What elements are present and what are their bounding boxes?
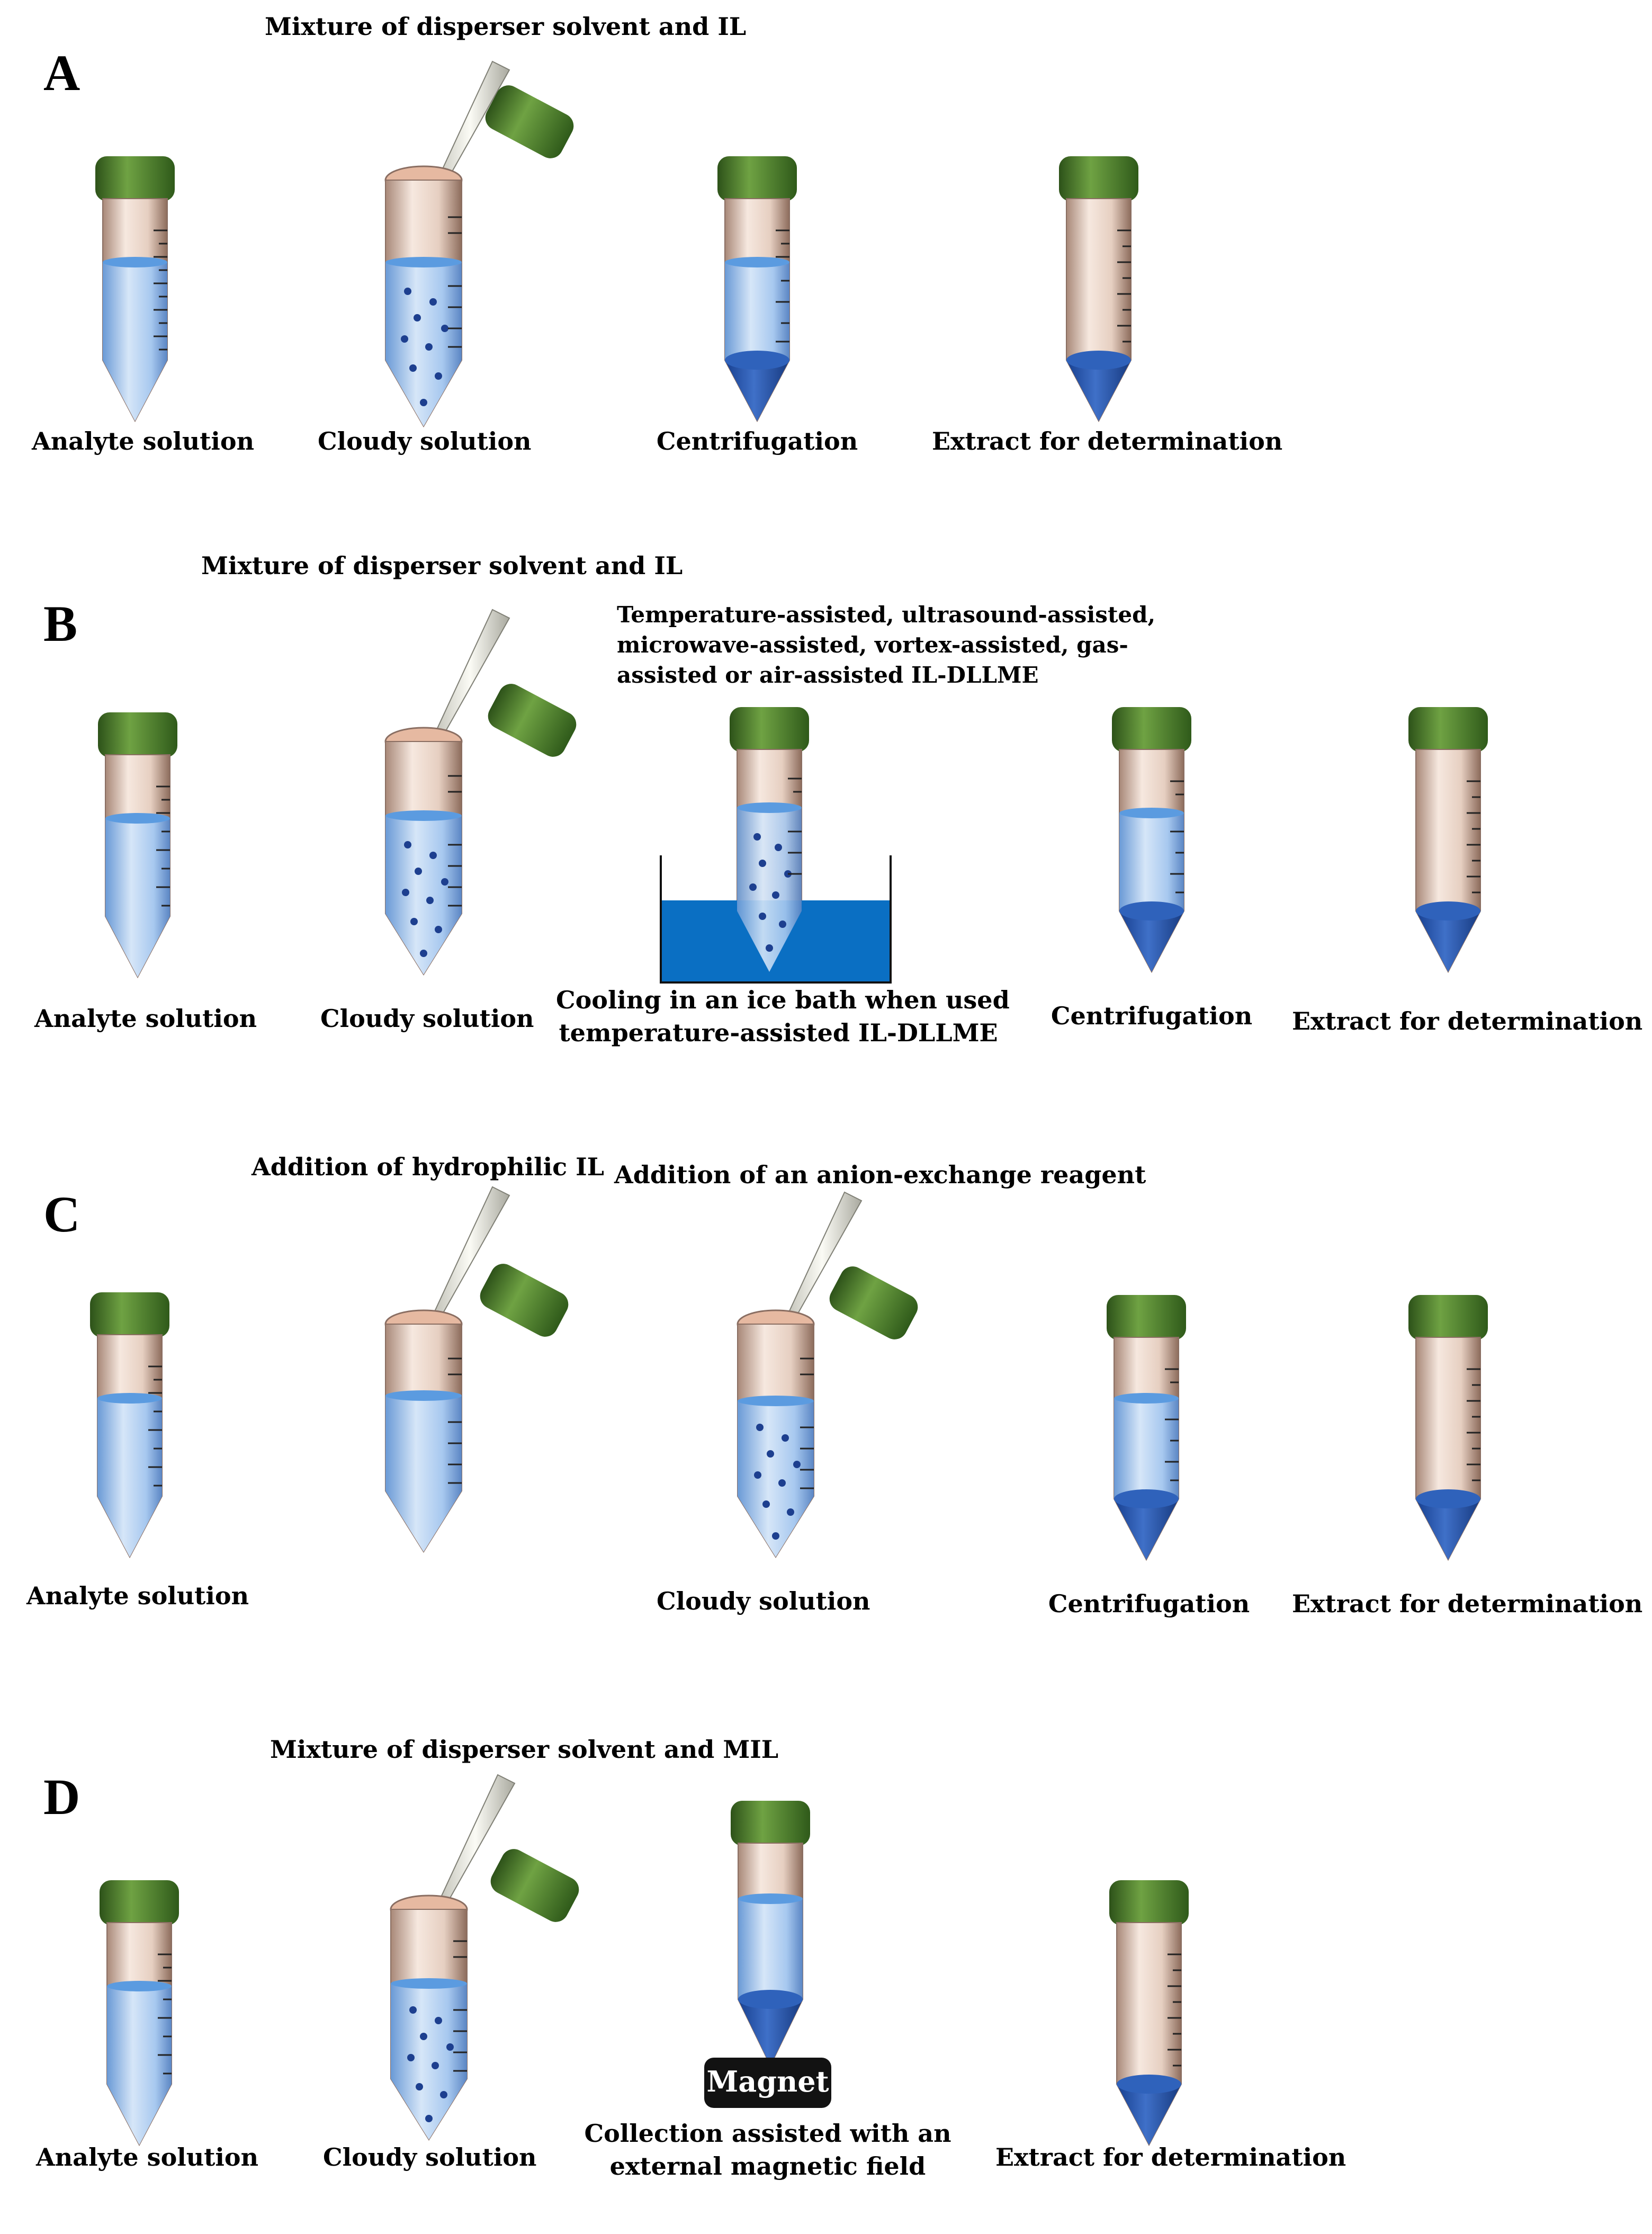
step-label-cloudy-a: Cloudy solution <box>318 427 532 455</box>
panel-a-top-label: Mixture of disperser solvent and IL <box>265 12 747 41</box>
panel-c-top-label-2: Addition of an anion-exchange reagent <box>614 1160 1146 1189</box>
panel-label-d: D <box>43 1768 80 1825</box>
step-label-analyte-b: Analyte solution <box>34 1004 257 1033</box>
step-label-centrifugation-c: Centrifugation <box>1048 1589 1250 1618</box>
magnet-caption-line-2: external magnetic field <box>609 2152 926 2181</box>
step-label-centrifugation-b: Centrifugation <box>1051 1002 1253 1030</box>
bath-caption-line-1: Cooling in an ice bath when used <box>556 986 1010 1014</box>
ice-bath-illustration <box>657 704 895 993</box>
step-label-extract-c: Extract for determination <box>1292 1589 1643 1618</box>
step-label-cloudy-c: Cloudy solution <box>657 1587 870 1615</box>
step-label-analyte-a: Analyte solution <box>32 427 255 455</box>
step-label-analyte-d: Analyte solution <box>36 2143 259 2172</box>
magnet-label: Magnet <box>706 2065 829 2098</box>
tube-d-cloudy <box>376 1772 598 2142</box>
tube-a-extract <box>1054 154 1144 429</box>
tube-d-magnetic-collection <box>725 1798 815 2074</box>
magnet-block: Magnet <box>704 2058 831 2108</box>
tube-c-hydrophilic-il <box>371 1184 593 1554</box>
panel-d-top-label: Mixture of disperser solvent and MIL <box>270 1735 779 1764</box>
tube-b-extract <box>1403 704 1493 980</box>
step-label-extract-d: Extract for determination <box>995 2143 1346 2172</box>
tube-c-centrifuged <box>1101 1292 1191 1568</box>
tube-d-analyte <box>94 1878 184 2153</box>
panel-c-top-label-1: Addition of hydrophilic IL <box>252 1152 605 1181</box>
bath-caption-line-2: temperature-assisted IL-DLLME <box>559 1018 998 1047</box>
tube-a-centrifuged <box>712 154 802 429</box>
panel-label-a: A <box>43 44 80 101</box>
step-label-cloudy-d: Cloudy solution <box>323 2143 537 2172</box>
step-label-cloudy-b: Cloudy solution <box>320 1004 534 1033</box>
step-label-centrifugation-a: Centrifugation <box>656 427 858 455</box>
panel-b-top-label: Mixture of disperser solvent and IL <box>201 551 683 580</box>
assist-note-line-2: microwave-assisted, vortex-assisted, gas… <box>617 632 1128 658</box>
step-label-extract-a: Extract for determination <box>932 427 1283 455</box>
tube-c-extract <box>1403 1292 1493 1568</box>
magnet-caption-line-1: Collection assisted with an <box>584 2119 951 2148</box>
tube-a-analyte <box>90 154 180 429</box>
tube-c-analyte <box>85 1290 175 1565</box>
panel-label-b: B <box>43 595 78 652</box>
tube-b-analyte <box>93 710 183 985</box>
assist-note-line-1: Temperature-assisted, ultrasound-assiste… <box>617 602 1156 628</box>
step-label-analyte-c: Analyte solution <box>26 1581 249 1610</box>
tube-a-cloudy <box>371 58 593 429</box>
tube-b-centrifuged <box>1107 704 1197 980</box>
tube-d-extract <box>1104 1878 1194 2153</box>
panel-label-c: C <box>43 1186 80 1243</box>
tube-b-cloudy <box>371 606 593 977</box>
step-label-extract-b: Extract for determination <box>1292 1007 1643 1035</box>
tube-c-cloudy <box>723 1189 945 1560</box>
assist-note-line-3: assisted or air-assisted IL-DLLME <box>617 662 1039 688</box>
